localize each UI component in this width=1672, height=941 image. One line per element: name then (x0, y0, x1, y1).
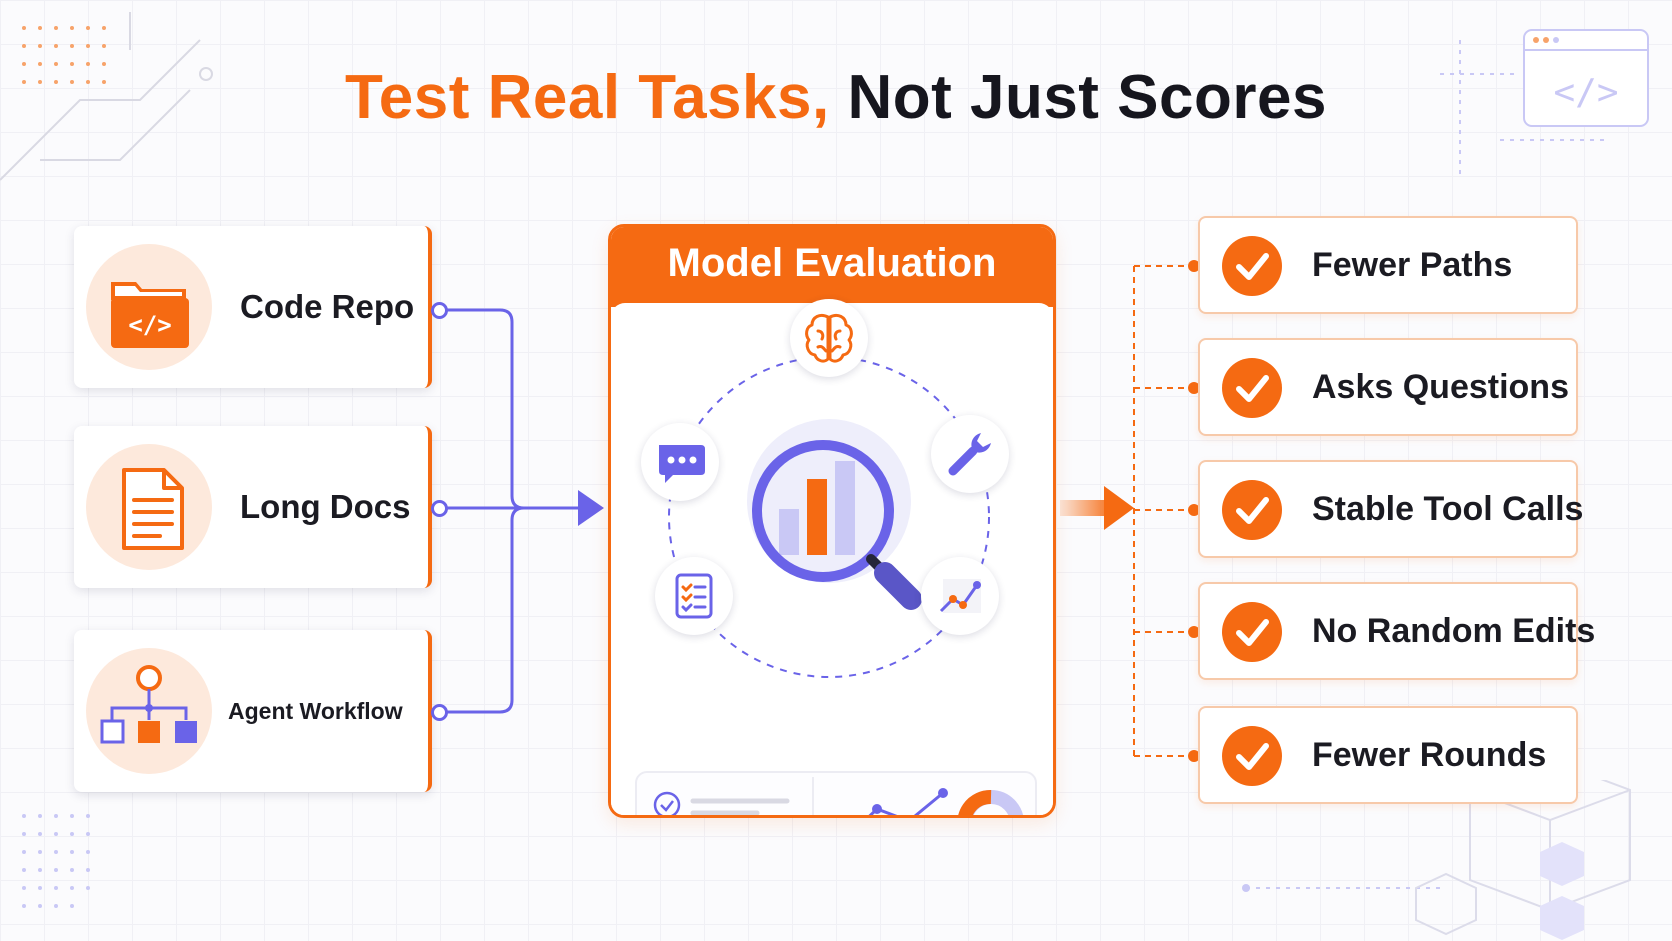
code-window-decoration: </> (1440, 29, 1649, 180)
result-connector-dot (1188, 750, 1200, 762)
trend-node (921, 557, 999, 635)
result-card-asks-questions: Asks Questions (1198, 338, 1578, 436)
workflow-icon (100, 665, 197, 744)
input-label: Long Docs (240, 488, 411, 525)
result-label: Stable Tool Calls (1312, 489, 1584, 528)
check-circle (1222, 726, 1282, 786)
trend-icon (939, 579, 981, 613)
checkmark-icon (1236, 497, 1269, 524)
panel-title: Model Evaluation (667, 241, 997, 285)
brain-icon (805, 313, 853, 363)
checkmark-icon (1236, 375, 1269, 402)
result-label: Fewer Rounds (1312, 735, 1547, 774)
result-card-stable-tool-calls: Stable Tool Calls (1198, 460, 1583, 558)
input-icon-circle: </> (86, 244, 212, 370)
panel-body (611, 299, 1053, 815)
checkmark-icon (1236, 253, 1269, 280)
connector-dot (431, 704, 448, 721)
svg-text:</>: </> (128, 311, 171, 339)
title-rest: Not Just Scores (847, 63, 1327, 132)
checklist-icon (675, 573, 713, 619)
chat-icon (659, 445, 705, 483)
input-card-agent-workflow: Agent Workflow (74, 630, 432, 792)
magnifier-chart-icon (752, 440, 922, 610)
brain-node (790, 299, 868, 377)
input-label: Agent Workflow (228, 697, 403, 724)
result-connector-dot (1188, 626, 1200, 638)
document-icon (122, 468, 184, 550)
result-label: Fewer Paths (1312, 245, 1513, 284)
checklist-node (655, 557, 733, 635)
checkmark-icon (1236, 743, 1269, 770)
input-card-long-docs: Long Docs (74, 426, 432, 588)
connector-arrowhead (578, 490, 604, 526)
dot-grid-decoration (22, 814, 90, 908)
result-card-fewer-paths: Fewer Paths (1198, 216, 1578, 314)
result-connector-dot (1188, 382, 1200, 394)
result-label: Asks Questions (1312, 367, 1569, 406)
input-icon-circle (86, 444, 212, 570)
connector-dot (431, 302, 448, 319)
result-label: No Random Edits (1312, 611, 1596, 650)
checkmark-icon (1236, 619, 1269, 646)
input-icon-circle (86, 648, 212, 774)
result-card-no-random-edits: No Random Edits (1198, 582, 1595, 680)
check-circle (1222, 358, 1282, 418)
result-connector-dot (1188, 504, 1200, 516)
check-circle (1222, 236, 1282, 296)
wrench-icon (948, 433, 991, 476)
circuit-decoration (0, 12, 213, 181)
folder-code-icon: </> (111, 282, 189, 348)
input-label: Code Repo (240, 288, 415, 325)
page-title: Test Real Tasks, Not Just Scores (0, 62, 1672, 133)
model-evaluation-panel: Model Evaluation (608, 224, 1056, 818)
result-connector-dot (1188, 260, 1200, 272)
wrench-node (931, 415, 1009, 493)
connector-dot (431, 500, 448, 517)
input-card-code-repo: </> Code Repo (74, 226, 432, 388)
panel-header (611, 227, 1053, 307)
mini-dashboard-graphic (653, 777, 1024, 815)
result-card-fewer-rounds: Fewer Rounds (1198, 706, 1578, 804)
chat-node (641, 423, 719, 501)
summary-mini-panel (635, 771, 1037, 815)
check-circle (1222, 602, 1282, 662)
svg-text:</>: </> (1553, 72, 1618, 113)
title-highlight: Test Real Tasks, (345, 63, 830, 132)
check-circle (1222, 480, 1282, 540)
